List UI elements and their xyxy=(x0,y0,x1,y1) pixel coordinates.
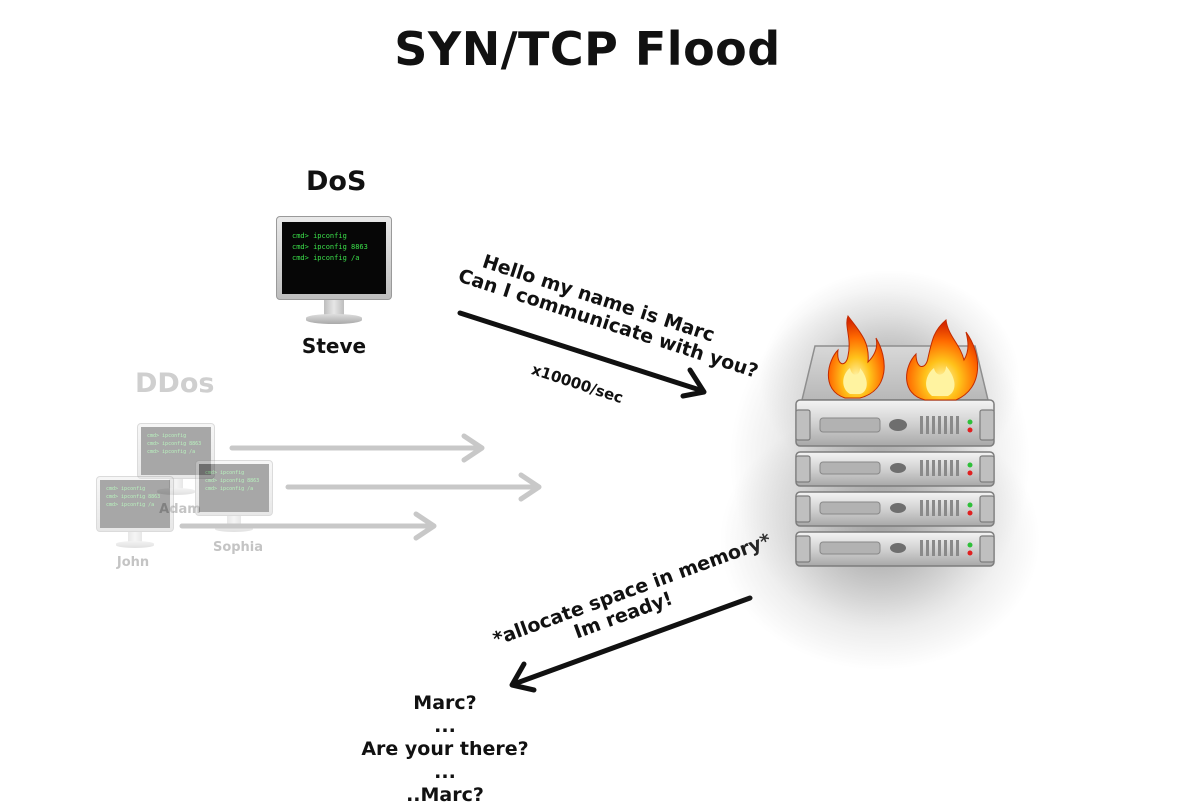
terminal-line: cmd> ipconfig /a xyxy=(292,254,360,262)
ddos-arrow-icon xyxy=(179,511,437,541)
sophia-label: Sophia xyxy=(212,540,264,555)
ddos-arrow-icon xyxy=(229,433,485,463)
conversation-line: ..Marc? xyxy=(406,784,484,806)
adam-computer-icon: cmd> ipconfig cmd> ipconfig 8863 cmd> ip… xyxy=(137,423,215,499)
dos-heading: DoS xyxy=(306,166,367,197)
terminal-line: cmd> ipconfig /a xyxy=(205,486,254,492)
waiting-conversation: Marc? ... Are your there? ... ..Marc? xyxy=(340,692,550,807)
conversation-line: ... xyxy=(434,715,456,737)
fire-icon xyxy=(828,314,978,401)
terminal-line: cmd> ipconfig xyxy=(205,470,245,476)
terminal-line: cmd> ipconfig xyxy=(292,232,347,240)
terminal-line: cmd> ipconfig 8863 xyxy=(292,243,368,251)
response-arrow-icon xyxy=(509,595,753,693)
steve-terminal: cmd> ipconfig cmd> ipconfig 8863 cmd> ip… xyxy=(282,222,386,294)
ddos-arrow-icon xyxy=(285,472,542,502)
ddos-heading: DDos xyxy=(135,368,215,399)
terminal-line: cmd> ipconfig /a xyxy=(106,502,155,508)
request-arrow-icon xyxy=(457,310,707,399)
conversation-line: Marc? xyxy=(413,692,477,714)
steve-label: Steve xyxy=(301,334,367,358)
terminal-line: cmd> ipconfig /a xyxy=(147,449,196,455)
terminal-line: cmd> ipconfig 8863 xyxy=(106,494,161,500)
conversation-line: Are your there? xyxy=(361,738,529,760)
terminal-line: cmd> ipconfig xyxy=(106,486,146,492)
steve-computer-icon: cmd> ipconfig cmd> ipconfig 8863 cmd> ip… xyxy=(276,216,392,326)
conversation-line: ... xyxy=(434,761,456,783)
john-label: John xyxy=(116,555,150,570)
john-computer-icon: cmd> ipconfig cmd> ipconfig 8863 cmd> ip… xyxy=(96,476,174,552)
sophia-computer-icon: cmd> ipconfig cmd> ipconfig 8863 cmd> ip… xyxy=(195,460,273,536)
server-stack-icon xyxy=(720,270,1050,670)
terminal-line: cmd> ipconfig 8863 xyxy=(147,441,202,447)
terminal-line: cmd> ipconfig 8863 xyxy=(205,478,260,484)
terminal-line: cmd> ipconfig xyxy=(147,433,187,439)
adam-label: Adam xyxy=(159,502,201,517)
diagram-title: SYN/TCP Flood xyxy=(394,22,781,76)
